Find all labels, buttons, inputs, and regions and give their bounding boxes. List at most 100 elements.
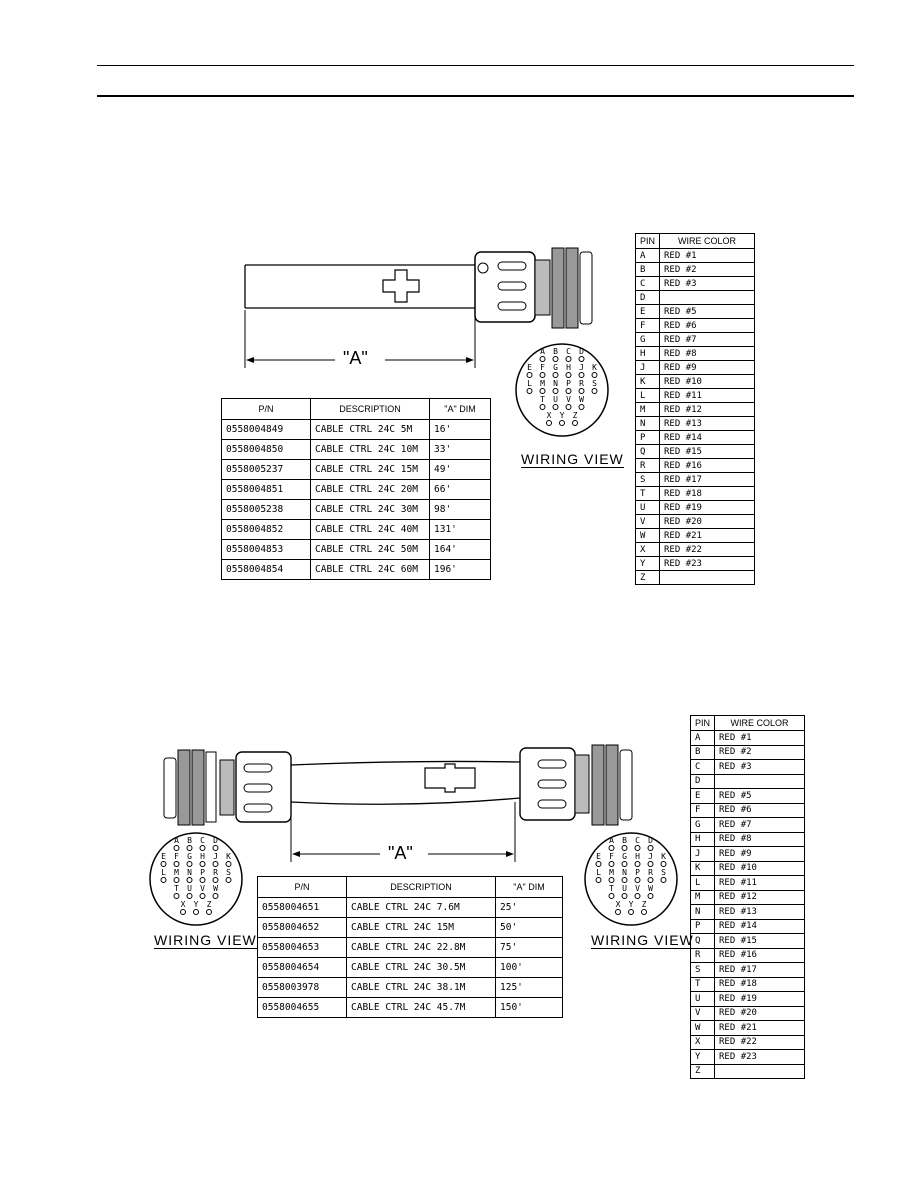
wire-color: RED #10 (714, 860, 805, 876)
pin-socket (660, 877, 667, 883)
wire-color: RED #12 (659, 402, 755, 417)
pin-socket (180, 909, 186, 915)
pin-label: T (174, 884, 179, 893)
pin-socket (647, 877, 654, 883)
table-row-cell: CABLE CTRL 24C 15M (346, 917, 496, 938)
table-row-cell: 66' (429, 479, 491, 500)
pin-label: E (161, 852, 166, 861)
pin-socket (539, 404, 546, 410)
pin-socket (628, 909, 634, 915)
pin-label: C (566, 347, 571, 356)
table-row-cell: 0558004653 (257, 937, 347, 958)
pin-label: X (547, 411, 552, 420)
pin-letter: T (634, 486, 661, 501)
table-row-cell: CABLE CTRL 24C 30M (310, 499, 430, 520)
pin-socket (595, 877, 602, 883)
wire-color: RED #17 (714, 962, 805, 978)
pin-label: A (609, 836, 614, 845)
pin-letter: D (634, 290, 661, 305)
table-row-cell: CABLE CTRL 24C 7.6M (346, 897, 496, 918)
pin-socket (193, 909, 199, 915)
wire-color: RED #22 (659, 542, 755, 557)
wire-color: RED #21 (659, 528, 755, 543)
table-row-cell: 50' (495, 917, 563, 938)
wire-color: RED #1 (714, 730, 805, 746)
pin-socket (565, 372, 572, 378)
pin-letter: M (634, 402, 661, 417)
pin-socket (591, 388, 598, 394)
wiring-view-label-2: WIRING VIEW (154, 932, 257, 949)
wire-color (714, 1063, 805, 1079)
pin-label: F (540, 363, 545, 372)
pin-socket (552, 404, 559, 410)
pin-socket (199, 845, 206, 851)
pin-socket (225, 877, 232, 883)
wire-color: RED #8 (714, 831, 805, 847)
pin-label: U (553, 395, 558, 404)
pin-label: R (648, 868, 653, 877)
pin-label: D (648, 836, 653, 845)
pin-socket (608, 877, 615, 883)
header-rule-thick (97, 95, 854, 97)
pin-letter: Z (689, 1063, 716, 1079)
pin-label: G (553, 363, 558, 372)
pin-socket (578, 388, 585, 394)
pin-socket (608, 845, 615, 851)
table-row-cell: 16' (429, 419, 491, 440)
pin-letter: W (689, 1020, 716, 1036)
pin-socket (186, 845, 193, 851)
table-row-cell: 0558004652 (257, 917, 347, 938)
pin-label: U (622, 884, 627, 893)
pin-socket (647, 861, 654, 867)
table-row-cell: CABLE CTRL 24C 5M (310, 419, 430, 440)
table-row-cell: 98' (429, 499, 491, 520)
pin-socket (160, 877, 167, 883)
pin-socket (621, 893, 628, 899)
table-row-cell: 164' (429, 539, 491, 560)
wire-color: RED #2 (659, 262, 755, 277)
pin-letter: G (634, 332, 661, 347)
wire-color: RED #15 (714, 933, 805, 949)
pin-socket (212, 893, 219, 899)
wire-color: RED #1 (659, 248, 755, 263)
pin-label: W (579, 395, 584, 404)
pin-label: X (181, 900, 186, 909)
pin-letter: P (689, 918, 716, 934)
table-row-cell: 150' (495, 997, 563, 1018)
table-row-cell: 0558004654 (257, 957, 347, 978)
pin-socket (186, 877, 193, 883)
pin-letter: X (689, 1034, 716, 1050)
pin-label: P (635, 868, 640, 877)
wire-color: RED #6 (714, 802, 805, 818)
pin-label: N (553, 379, 558, 388)
header-wire-color: WIRE COLOR (659, 233, 755, 249)
pin-socket (578, 372, 585, 378)
pin-letter: B (689, 744, 716, 760)
pin-row: D (634, 290, 755, 305)
table-row-cell: CABLE CTRL 24C 40M (310, 519, 430, 540)
pin-label: R (213, 868, 218, 877)
